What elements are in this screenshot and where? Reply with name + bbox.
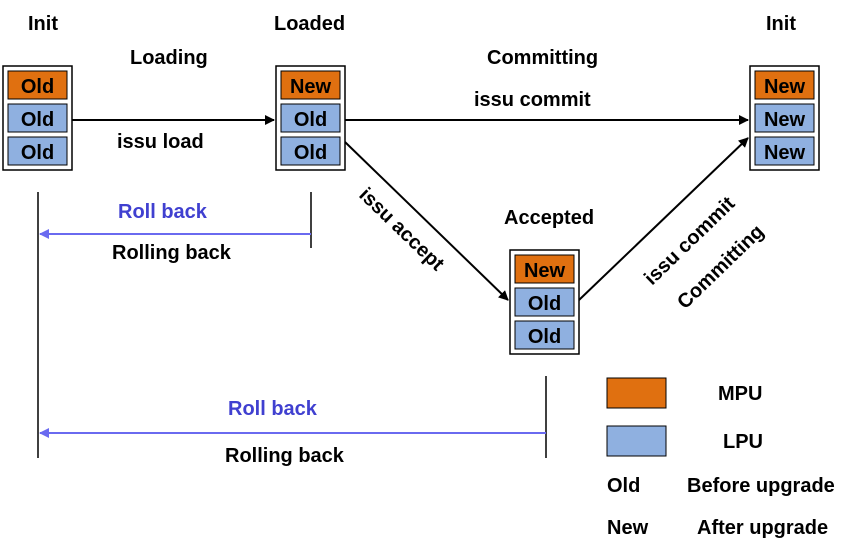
lpu-slot [7,103,68,133]
mpu-slot [514,254,575,284]
rollback-label-2: Roll back [228,398,318,420]
legend: MPU LPU Old Before upgrade New After upg… [606,377,835,539]
phase-label-loading: Loading [130,47,208,69]
rolling-back-label-1: Rolling back [112,242,232,264]
stack-init-right: New New New [749,65,820,171]
slot-label: New [764,76,806,98]
slot-label: Old [528,293,561,315]
stack-init-left: Old Old Old [2,65,73,171]
slot-label: New [764,109,806,131]
slot-label: New [764,142,806,164]
legend-old-key: Old [607,475,640,497]
lpu-slot [7,136,68,166]
legend-lpu-label: LPU [723,431,763,453]
command-issu-load: issu load [117,131,204,153]
rolling-back-label-2: Rolling back [225,445,345,467]
slot-label: Old [21,76,54,98]
slot-label: New [524,260,566,282]
lpu-slot [754,136,815,166]
slot-label: New [290,76,332,98]
slot-label: Old [528,326,561,348]
lpu-slot [514,287,575,317]
stack-loaded: New Old Old [275,65,346,171]
state-label-accepted: Accepted [504,207,594,229]
state-label-init-left: Init [28,13,58,35]
lpu-slot [514,320,575,350]
stack-accepted: New Old Old [509,249,580,355]
mpu-slot [754,70,815,100]
legend-new-key: New [607,517,649,539]
slot-label: Old [21,109,54,131]
legend-mpu-label: MPU [718,383,762,405]
state-label-init-right: Init [766,13,796,35]
arrow-issu-accept [344,141,509,301]
legend-lpu-swatch [606,425,667,457]
legend-mpu-swatch [606,377,667,409]
slot-label: Old [294,109,327,131]
legend-old-desc: Before upgrade [687,475,835,497]
command-issu-commit-top: issu commit [474,89,591,111]
state-label-loaded: Loaded [274,13,345,35]
lpu-slot [280,136,341,166]
slot-label: Old [21,142,54,164]
slot-label: Old [294,142,327,164]
lpu-slot [280,103,341,133]
mpu-slot [7,70,68,100]
lpu-slot [754,103,815,133]
phase-label-committing-top: Committing [487,47,598,69]
arrow-issu-commit-diag [578,137,749,301]
rollback-label-1: Roll back [118,201,208,223]
mpu-slot [280,70,341,100]
legend-new-desc: After upgrade [697,517,828,539]
